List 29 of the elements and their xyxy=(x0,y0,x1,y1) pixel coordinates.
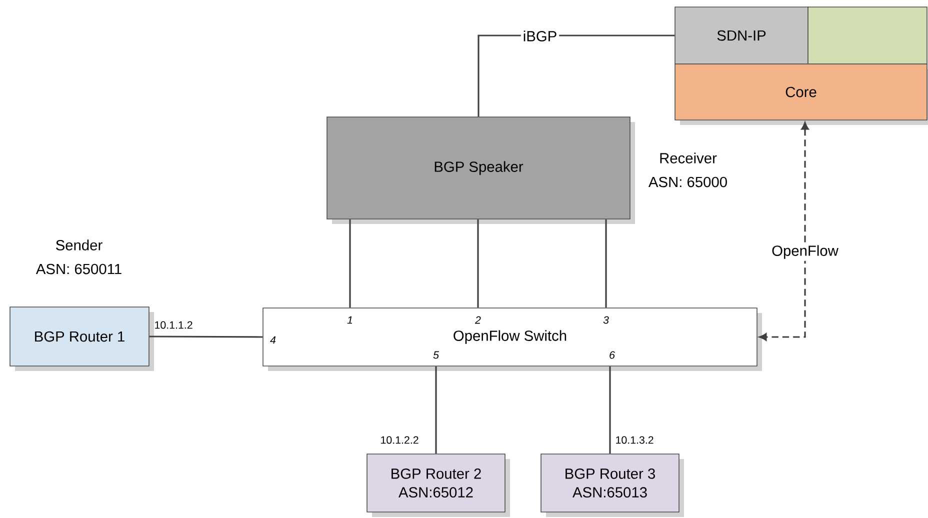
port-number: 1 xyxy=(347,316,352,324)
edge-label: OpenFlow xyxy=(770,243,840,261)
asn-label: ASN: 65000 xyxy=(648,176,727,188)
ip-address: 10.1.1.2 xyxy=(155,321,192,329)
router-box: BGP Router 2 ASN:65012 xyxy=(366,454,510,517)
connector xyxy=(435,366,437,454)
role-label: Receiver xyxy=(660,152,717,164)
ip-address: 10.1.2.2 xyxy=(381,436,418,444)
asn-label: ASN: 650011 xyxy=(36,264,122,274)
module-box xyxy=(808,6,928,64)
port-number: 4 xyxy=(270,336,276,344)
router-box: BGP Router 1 xyxy=(10,306,154,371)
edge-label: iBGP xyxy=(520,28,560,44)
port-number: 6 xyxy=(610,351,615,359)
port-number: 3 xyxy=(603,316,609,324)
router-box: BGP Router 3 ASN:65013 xyxy=(540,454,684,517)
port-number: 5 xyxy=(433,351,439,359)
connector xyxy=(759,122,809,341)
core-box: Core xyxy=(674,64,928,125)
speaker-box: BGP Speaker xyxy=(326,116,635,224)
role-label: Sender xyxy=(56,240,102,250)
connector xyxy=(605,219,607,308)
connector xyxy=(149,336,263,338)
connector xyxy=(609,366,611,454)
connector xyxy=(349,219,351,308)
port-number: 2 xyxy=(474,316,481,324)
ip-address: 10.1.3.2 xyxy=(616,436,654,444)
connector xyxy=(477,219,479,308)
module-box: SDN-IP xyxy=(674,6,808,64)
